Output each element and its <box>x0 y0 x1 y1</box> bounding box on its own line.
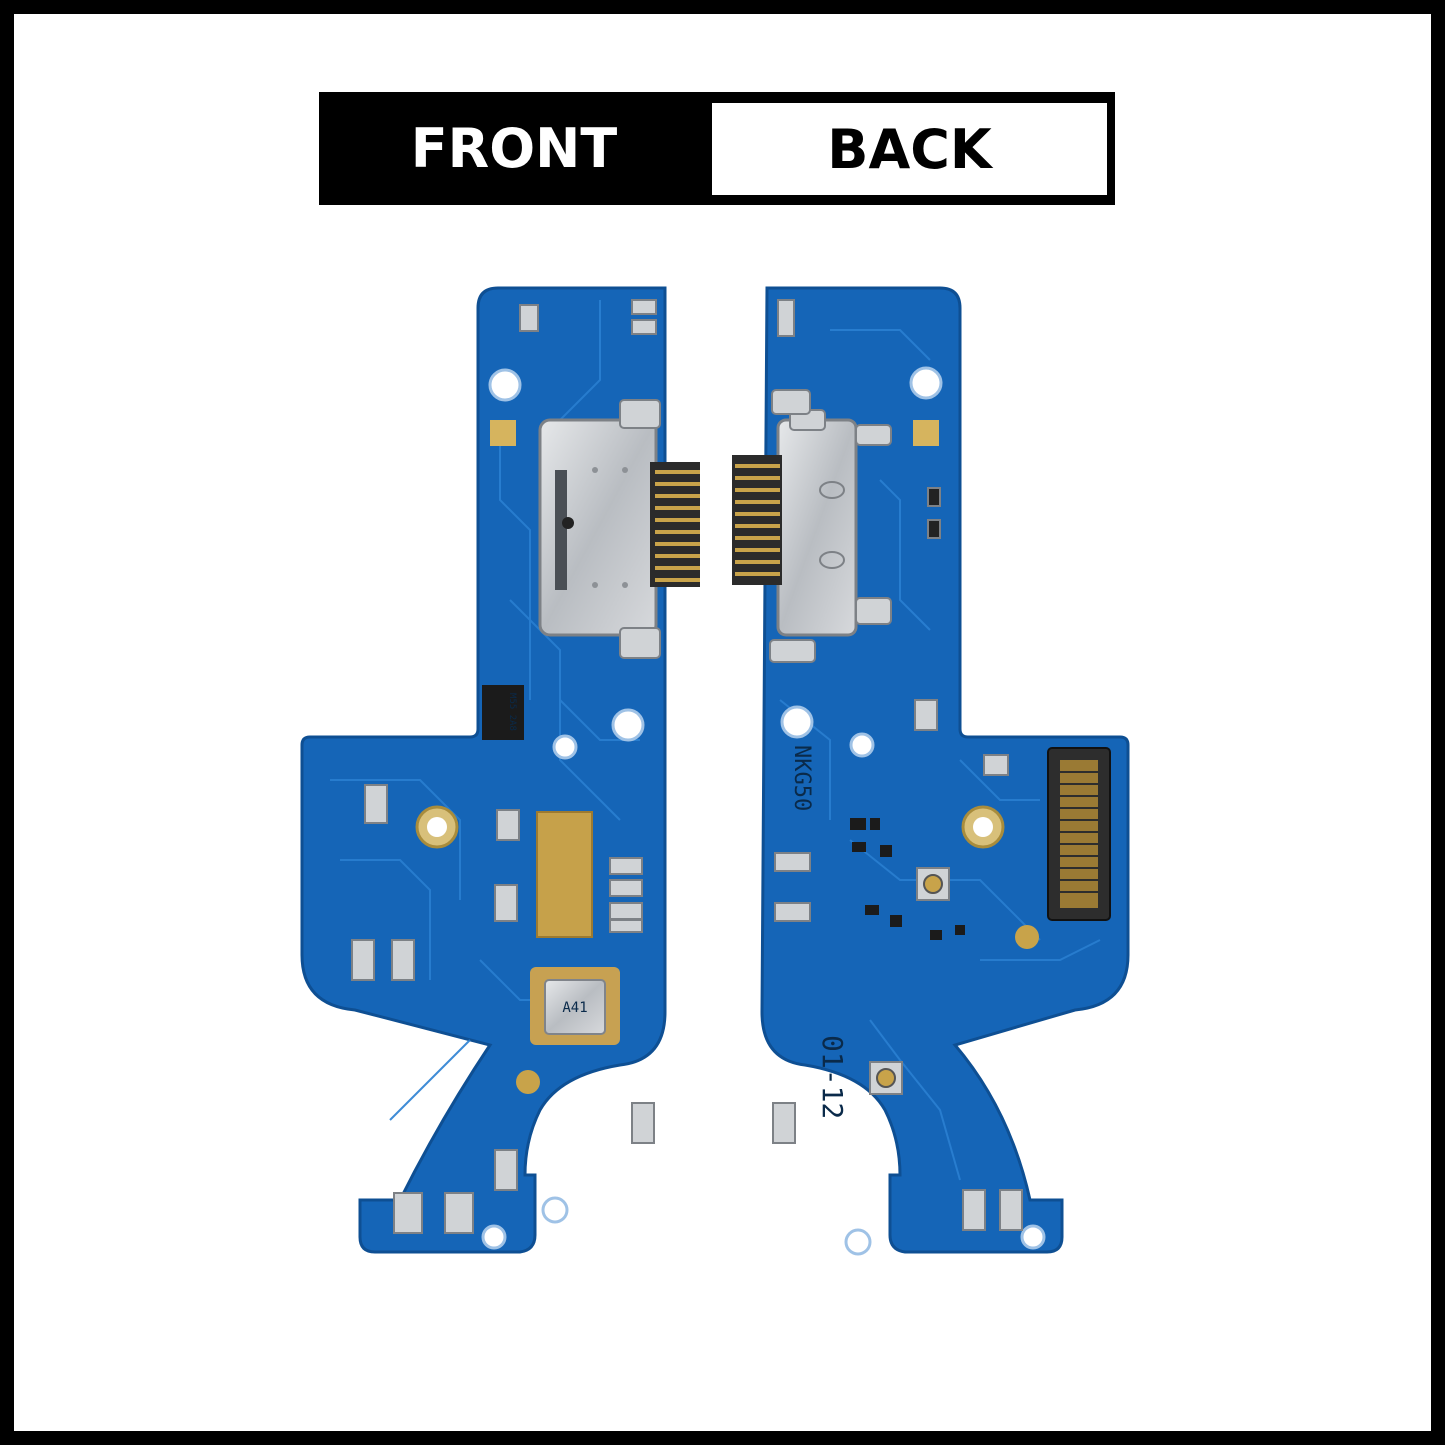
screw-hole <box>427 817 447 837</box>
screw-hole <box>973 817 993 837</box>
mounting-hole <box>1020 1224 1046 1250</box>
front-board: M55 2A8 A41 <box>300 286 700 1254</box>
back-label: BACK <box>712 103 1107 195</box>
mounting-hole <box>552 734 578 760</box>
back-board: NKG50 01-12 <box>732 286 1130 1256</box>
board-id-text: NKG50 <box>789 745 814 811</box>
test-pad <box>516 1070 540 1094</box>
flex-connector-back <box>732 455 782 585</box>
mounting-hole <box>909 366 943 400</box>
shield-plate <box>536 811 593 938</box>
usb-c-port-front <box>538 399 661 659</box>
mounting-hole <box>481 1224 507 1250</box>
test-pad <box>913 420 939 446</box>
view-label-bar: FRONT BACK <box>319 92 1115 205</box>
board-to-board-connector <box>1047 747 1111 921</box>
mounting-hole <box>780 705 814 739</box>
chip-code: M55 2A8 <box>507 693 517 731</box>
mounting-hole <box>611 708 645 742</box>
test-pad <box>1015 925 1039 949</box>
flex-connector-front <box>650 462 700 587</box>
smd-components-front <box>351 299 657 1234</box>
smd-components-back <box>772 299 1023 1231</box>
test-pad <box>490 420 516 446</box>
mic-code: A41 <box>562 1000 587 1016</box>
small-ic-cluster <box>850 818 965 940</box>
ic-chip: M55 2A8 <box>482 685 524 740</box>
date-code-text: 01-12 <box>816 1035 849 1119</box>
front-label: FRONT <box>410 117 618 180</box>
mounting-hole <box>541 1196 569 1224</box>
mounting-hole <box>849 732 875 758</box>
microphone: A41 <box>530 967 620 1045</box>
antenna-connector <box>869 1061 903 1095</box>
mounting-hole <box>844 1228 872 1256</box>
mounting-hole <box>488 368 522 402</box>
antenna-connector <box>916 867 950 901</box>
